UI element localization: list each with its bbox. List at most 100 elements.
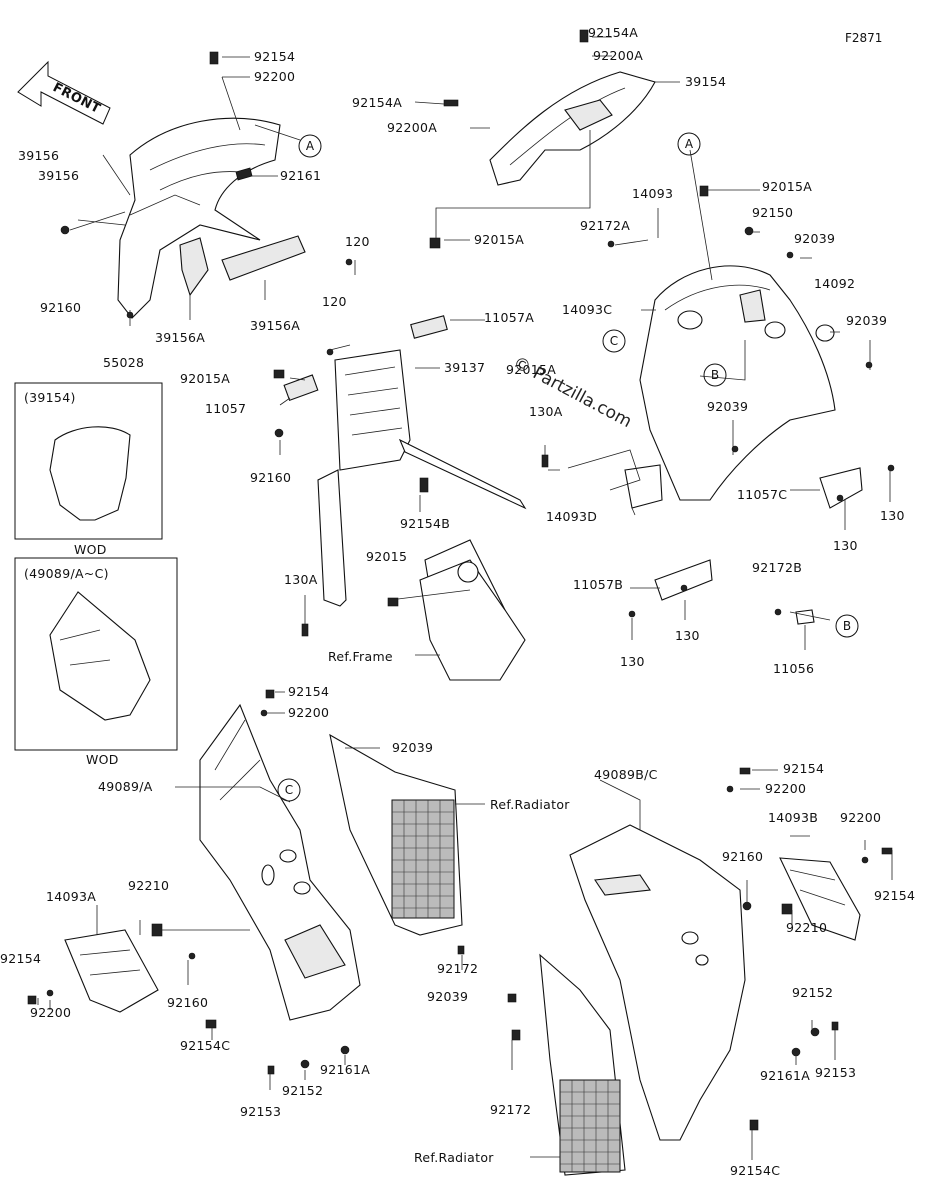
part-label: 92015A bbox=[474, 232, 524, 247]
inset-windshield-caption: WOD bbox=[74, 542, 107, 557]
inner-cowl-right-drawing bbox=[624, 265, 863, 625]
part-label: 92160 bbox=[250, 470, 291, 485]
part-label: 11057B bbox=[573, 577, 623, 592]
part-label: 14093A bbox=[46, 889, 96, 904]
part-label: 92200 bbox=[840, 810, 881, 825]
part-label: 92160 bbox=[40, 300, 81, 315]
ref-radiator-bottom-label: Ref.Radiator bbox=[414, 1150, 494, 1165]
part-label: 92200 bbox=[30, 1005, 71, 1020]
part-label: 130A bbox=[529, 404, 563, 419]
part-label: 92200 bbox=[254, 69, 295, 84]
part-label: 92154A bbox=[588, 25, 638, 40]
part-label: 49089/A bbox=[98, 779, 153, 794]
front-arrow-icon: FRONT bbox=[17, 60, 111, 125]
part-label: 55028 bbox=[103, 355, 144, 370]
radiator-shroud-upper-drawing bbox=[329, 733, 463, 936]
callout-b-1: B bbox=[711, 368, 719, 382]
leader-lines bbox=[37, 36, 893, 1160]
part-label: 92172B bbox=[752, 560, 802, 575]
part-label: 92154 bbox=[254, 49, 295, 64]
part-label: 39156 bbox=[38, 168, 79, 183]
part-label: 92172 bbox=[437, 961, 478, 976]
part-label: 130 bbox=[675, 628, 700, 643]
callout-b-2: B bbox=[843, 619, 851, 633]
callout-circles: A A B B C C bbox=[277, 132, 859, 802]
lower-cowl-left-drawing bbox=[64, 703, 361, 1021]
part-label: 39156A bbox=[155, 330, 205, 345]
windshield-drawing bbox=[489, 71, 656, 186]
part-label: 92160 bbox=[167, 995, 208, 1010]
callout-c-2: C bbox=[285, 783, 293, 797]
part-label: 49089B/C bbox=[594, 767, 658, 782]
part-label: 14093B bbox=[768, 810, 818, 825]
part-label: 39154 bbox=[685, 74, 726, 89]
part-label: 92161 bbox=[280, 168, 321, 183]
part-label: 92015A bbox=[762, 179, 812, 194]
part-label: 11057A bbox=[484, 310, 534, 325]
inset-windshield-title: (39154) bbox=[24, 390, 76, 405]
inset-windshield: (39154) WOD bbox=[14, 382, 163, 557]
inner-cowl-left-drawing bbox=[117, 117, 306, 319]
part-label: 92200 bbox=[765, 781, 806, 796]
part-label: 92154A bbox=[352, 95, 402, 110]
part-label: 130 bbox=[880, 508, 905, 523]
part-label: 92172A bbox=[580, 218, 630, 233]
part-label: 92161A bbox=[320, 1062, 370, 1077]
part-label: 39156A bbox=[250, 318, 300, 333]
part-label: 11057C bbox=[737, 487, 787, 502]
part-label: 92200A bbox=[387, 120, 437, 135]
ref-frame-label: Ref.Frame bbox=[328, 649, 393, 664]
ref-radiator-top-label: Ref.Radiator bbox=[490, 797, 570, 812]
part-label: 92153 bbox=[815, 1065, 856, 1080]
part-label: 92015 bbox=[366, 549, 407, 564]
part-label: 92210 bbox=[128, 878, 169, 893]
part-label: 92152 bbox=[792, 985, 833, 1000]
part-label: 92154 bbox=[288, 684, 329, 699]
part-label: 92161A bbox=[760, 1068, 810, 1083]
figure-id: F2871 bbox=[845, 31, 882, 45]
part-label: 92039 bbox=[707, 399, 748, 414]
part-label: 11057 bbox=[205, 401, 246, 416]
lower-cowl-right-drawing bbox=[569, 824, 861, 1141]
part-label: 92154C bbox=[730, 1163, 780, 1178]
part-label: 39156 bbox=[18, 148, 59, 163]
inset-lower-cowl-caption: WOD bbox=[86, 752, 119, 767]
part-label: 120 bbox=[322, 294, 347, 309]
part-label: 14092 bbox=[814, 276, 855, 291]
part-label: 130 bbox=[620, 654, 645, 669]
inset-lower-cowl-frame bbox=[14, 557, 178, 751]
part-label: 92154B bbox=[400, 516, 450, 531]
part-label: 39137 bbox=[444, 360, 485, 375]
part-label: 11056 bbox=[773, 661, 814, 676]
part-label: 92039 bbox=[794, 231, 835, 246]
inset-lower-cowl-title: (49089/A~C) bbox=[24, 566, 109, 581]
part-label: 92015A bbox=[506, 362, 556, 377]
part-label: 92152 bbox=[282, 1083, 323, 1098]
part-label: 92153 bbox=[240, 1104, 281, 1119]
part-label: 92200 bbox=[288, 705, 329, 720]
callout-a-1: A bbox=[306, 139, 315, 153]
part-label: 92200A bbox=[593, 48, 643, 63]
frame-reference-drawing bbox=[419, 559, 526, 681]
part-label: 14093D bbox=[546, 509, 597, 524]
part-label: 92150 bbox=[752, 205, 793, 220]
part-label: 120 bbox=[345, 234, 370, 249]
part-label: 14093C bbox=[562, 302, 612, 317]
part-label: 92154 bbox=[783, 761, 824, 776]
part-label: 92039 bbox=[427, 989, 468, 1004]
part-label: 92160 bbox=[722, 849, 763, 864]
part-label: 92039 bbox=[846, 313, 887, 328]
callout-a-2: A bbox=[685, 137, 694, 151]
part-label: 92210 bbox=[786, 920, 827, 935]
part-labels: 92154 92200 39156 39156 92161 92160 5502… bbox=[0, 25, 915, 1178]
part-label: 14093 bbox=[632, 186, 673, 201]
part-label: 92015A bbox=[180, 371, 230, 386]
part-label: 92039 bbox=[392, 740, 433, 755]
callout-c-1: C bbox=[610, 334, 618, 348]
part-label: 92154 bbox=[0, 951, 41, 966]
fastener-glyphs bbox=[27, 29, 895, 1131]
inset-lower-cowl: (49089/A~C) WOD bbox=[14, 557, 178, 767]
part-label: 130A bbox=[284, 572, 318, 587]
